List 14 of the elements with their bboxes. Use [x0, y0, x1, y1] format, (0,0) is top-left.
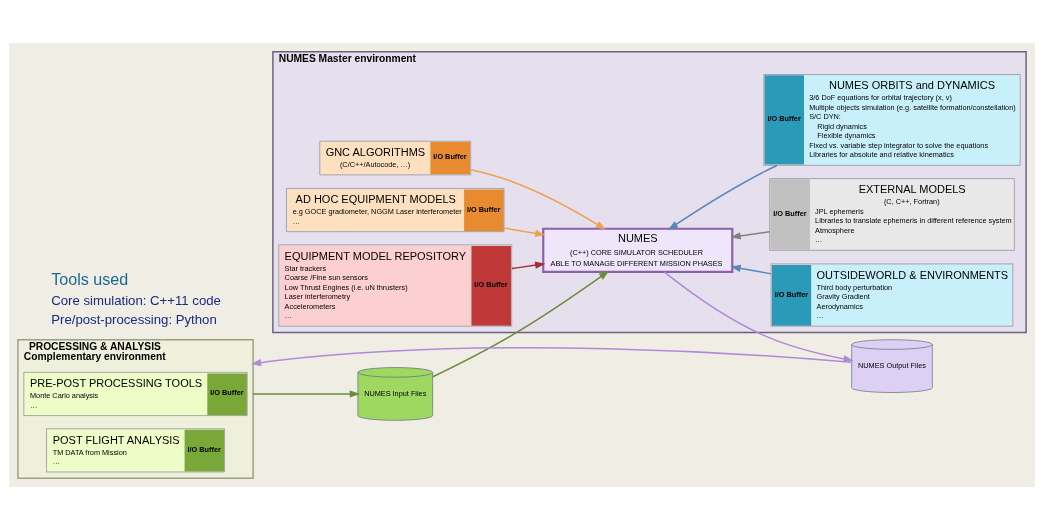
arrow: [663, 270, 854, 362]
arrow: [667, 164, 778, 230]
node-box: NUMES (C++) CORE SIMULATOR SCHEDULER ABLE TO MANAGE DIFFERENT MISSION PHASES: [542, 227, 734, 273]
arrow: [511, 261, 546, 269]
arrow: [252, 389, 361, 398]
label: Tools used: [51, 269, 129, 288]
arrow: [250, 346, 853, 366]
arrow: [432, 270, 610, 377]
arrow: [730, 264, 772, 274]
arrow: [470, 168, 606, 230]
label: Core simulation: C++11 code: [51, 292, 221, 308]
label: Pre/post-processing: Python: [51, 311, 217, 327]
arrow: [503, 226, 546, 237]
arrow: [730, 230, 771, 239]
